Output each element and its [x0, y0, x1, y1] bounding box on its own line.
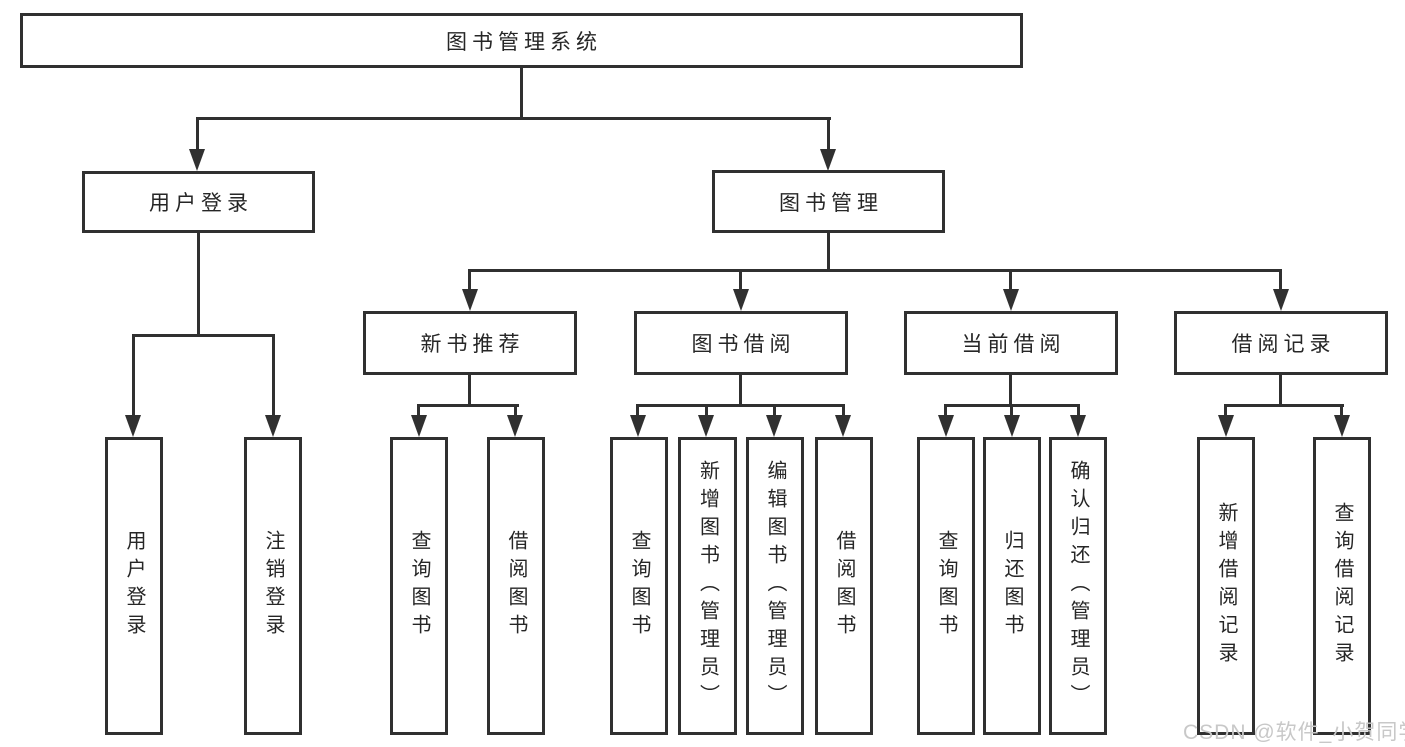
leaf-user-login: 用户登录: [105, 437, 163, 735]
connector-line: [196, 117, 199, 151]
connector-line: [272, 334, 275, 417]
node-label: 借阅记录: [1231, 333, 1336, 356]
connector-line: [827, 117, 830, 151]
node-label: 借阅图书: [833, 530, 855, 642]
connector-line: [1224, 404, 1227, 417]
node-book-management: 图书管理: [712, 170, 945, 233]
connector-line: [417, 404, 519, 407]
connector-line: [1009, 269, 1012, 291]
leaf-query-books-recommend: 查询图书: [390, 437, 448, 735]
arrow-down-icon: [1334, 415, 1350, 437]
leaf-borrow-books-recommend: 借阅图书: [487, 437, 545, 735]
connector-line: [636, 404, 845, 407]
node-root: 图书管理系统: [20, 13, 1023, 68]
node-label: 归还图书: [1001, 530, 1023, 642]
arrow-down-icon: [507, 415, 523, 437]
connector-line: [636, 404, 639, 417]
leaf-add-borrow-record: 新增借阅记录: [1197, 437, 1255, 735]
node-borrow-records: 借阅记录: [1174, 311, 1388, 375]
arrow-down-icon: [698, 415, 714, 437]
node-label: 新书推荐: [420, 333, 525, 356]
node-label: 用户登录: [123, 530, 145, 642]
connector-line: [1009, 373, 1012, 407]
leaf-logout: 注销登录: [244, 437, 302, 735]
connector-line: [1340, 404, 1343, 417]
node-label: 当前借阅: [961, 333, 1066, 356]
connector-line: [1279, 269, 1282, 291]
arrow-down-icon: [1070, 415, 1086, 437]
leaf-return-books: 归还图书: [983, 437, 1041, 735]
arrow-down-icon: [1003, 289, 1019, 311]
arrow-down-icon: [265, 415, 281, 437]
node-label: 图书管理: [779, 191, 883, 215]
node-label: 新增图书（管理员）: [696, 460, 719, 712]
arrow-down-icon: [820, 149, 836, 171]
node-label: 确认归还（管理员）: [1067, 460, 1089, 712]
arrow-down-icon: [462, 289, 478, 311]
connector-line: [1279, 373, 1282, 407]
node-label: 编辑图书（管理员）: [764, 460, 786, 712]
node-label: 借阅图书: [505, 530, 527, 642]
node-current-borrow: 当前借阅: [904, 311, 1118, 375]
node-label: 新增借阅记录: [1215, 502, 1237, 670]
connector-line: [132, 334, 275, 337]
csdn-watermark: CSDN @软件_小贺同学: [1183, 721, 1405, 744]
connector-line: [468, 269, 471, 291]
arrow-down-icon: [766, 415, 782, 437]
node-label: 图书借阅: [691, 333, 796, 356]
arrow-down-icon: [1218, 415, 1234, 437]
connector-line: [417, 404, 420, 417]
connector-line: [197, 231, 200, 336]
leaf-confirm-return-admin: 确认归还（管理员）: [1049, 437, 1107, 735]
arrow-down-icon: [125, 415, 141, 437]
connector-line: [1010, 404, 1013, 417]
node-book-borrow: 图书借阅: [634, 311, 848, 375]
arrow-down-icon: [835, 415, 851, 437]
node-user-login: 用户登录: [82, 171, 315, 233]
node-label: 查询借阅记录: [1331, 502, 1353, 670]
connector-line: [827, 231, 830, 272]
node-label: 注销登录: [262, 530, 284, 642]
node-label: 用户登录: [149, 192, 253, 215]
arrow-down-icon: [630, 415, 646, 437]
connector-line: [520, 66, 523, 120]
connector-line: [773, 404, 776, 417]
connector-line: [1224, 404, 1344, 407]
leaf-query-books-current: 查询图书: [917, 437, 975, 735]
connector-line: [842, 404, 845, 417]
connector-line: [944, 404, 947, 417]
connector-line: [739, 373, 742, 407]
connector-line: [468, 269, 1282, 272]
leaf-borrow-books: 借阅图书: [815, 437, 873, 735]
connector-line: [468, 373, 471, 407]
leaf-query-borrow-record: 查询借阅记录: [1313, 437, 1371, 735]
leaf-query-books-borrow: 查询图书: [610, 437, 668, 735]
node-label: 查询图书: [408, 530, 430, 642]
leaf-add-books-admin: 新增图书（管理员）: [678, 437, 737, 735]
node-label: 查询图书: [935, 530, 957, 642]
connector-line: [514, 404, 517, 417]
arrow-down-icon: [733, 289, 749, 311]
arrow-down-icon: [189, 149, 205, 171]
connector-line: [196, 117, 831, 120]
arrow-down-icon: [411, 415, 427, 437]
connector-line: [705, 404, 708, 417]
connector-line: [132, 334, 135, 417]
leaf-edit-books-admin: 编辑图书（管理员）: [746, 437, 804, 735]
connector-line: [739, 269, 742, 291]
arrow-down-icon: [1004, 415, 1020, 437]
connector-line: [1077, 404, 1080, 417]
node-label: 图书管理系统: [446, 30, 602, 54]
node-new-book-recommend: 新书推荐: [363, 311, 577, 375]
node-label: 查询图书: [628, 530, 650, 642]
arrow-down-icon: [938, 415, 954, 437]
arrow-down-icon: [1273, 289, 1289, 311]
